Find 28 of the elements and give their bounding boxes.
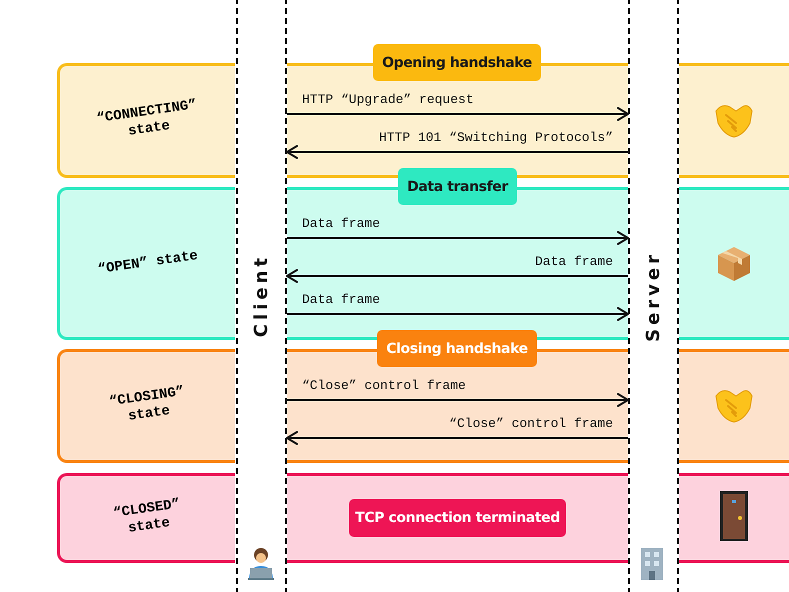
- state-box: [57, 473, 235, 563]
- lifeline-label: Server: [643, 250, 664, 342]
- edge-label: “Close” control frame: [302, 378, 466, 394]
- edge-label: HTTP “Upgrade” request: [302, 92, 474, 108]
- arrow: [287, 307, 629, 321]
- edge-label: Data frame: [534, 254, 613, 270]
- phase-label: Data transfer: [398, 168, 517, 205]
- phase-label: Opening handshake: [373, 44, 541, 81]
- lifeline-label: Client: [251, 254, 272, 338]
- state-label: “CLOSED” state: [110, 496, 182, 539]
- edge-label: Data frame: [302, 292, 380, 308]
- arrow: [287, 231, 629, 245]
- phase-label: TCP connection terminated: [349, 499, 566, 537]
- state-box: [57, 187, 235, 340]
- phase-label: Closing handshake: [377, 330, 537, 367]
- arrow: [286, 145, 628, 159]
- arrow: [287, 107, 629, 121]
- state-label: “OPEN” state: [95, 247, 200, 280]
- arrow: [287, 393, 629, 407]
- edge-label: Data frame: [302, 216, 380, 232]
- state-label: “CONNECTING” state: [94, 96, 198, 142]
- state-label: “CLOSING” state: [106, 382, 186, 427]
- state-box: [57, 349, 235, 463]
- arrow: [286, 431, 628, 445]
- edge-label: HTTP 101 “Switching Protocols”: [378, 130, 613, 146]
- arrow: [286, 269, 628, 283]
- edge-label: “Close” control frame: [449, 416, 613, 432]
- state-box: [57, 63, 235, 178]
